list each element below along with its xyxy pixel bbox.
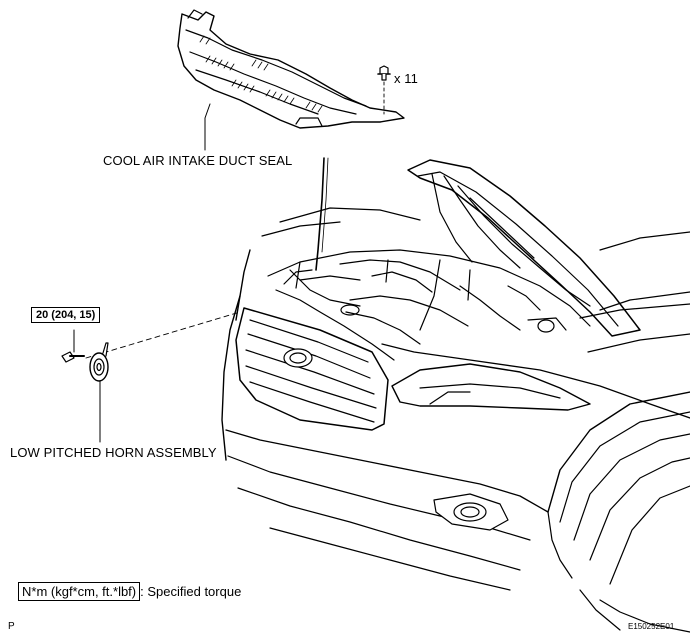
cool-air-intake-duct-seal xyxy=(177,9,405,151)
torque-unit-box: N*m (kgf*cm, ft.*lbf) xyxy=(18,582,141,601)
low-pitched-horn-assembly xyxy=(89,342,109,443)
low-pitched-horn-assembly-label: LOW PITCHED HORN ASSEMBLY xyxy=(10,445,217,460)
cool-air-intake-duct-seal-label: COOL AIR INTAKE DUCT SEAL xyxy=(103,153,293,168)
figure-code: E150252E01 xyxy=(628,622,675,631)
footer-left-mark: P xyxy=(8,621,15,632)
horn-bolt xyxy=(61,329,85,363)
vehicle-front xyxy=(221,157,690,633)
clip-fastener xyxy=(377,65,391,115)
torque-spec-badge: 20 (204, 15) xyxy=(31,307,101,323)
clip-quantity-label: x 11 xyxy=(394,71,419,86)
torque-legend: N*m (kgf*cm, ft.*lbf): Specified torque xyxy=(18,582,242,601)
install-direction-line xyxy=(85,311,241,359)
torque-legend-description: : Specified torque xyxy=(140,584,242,599)
